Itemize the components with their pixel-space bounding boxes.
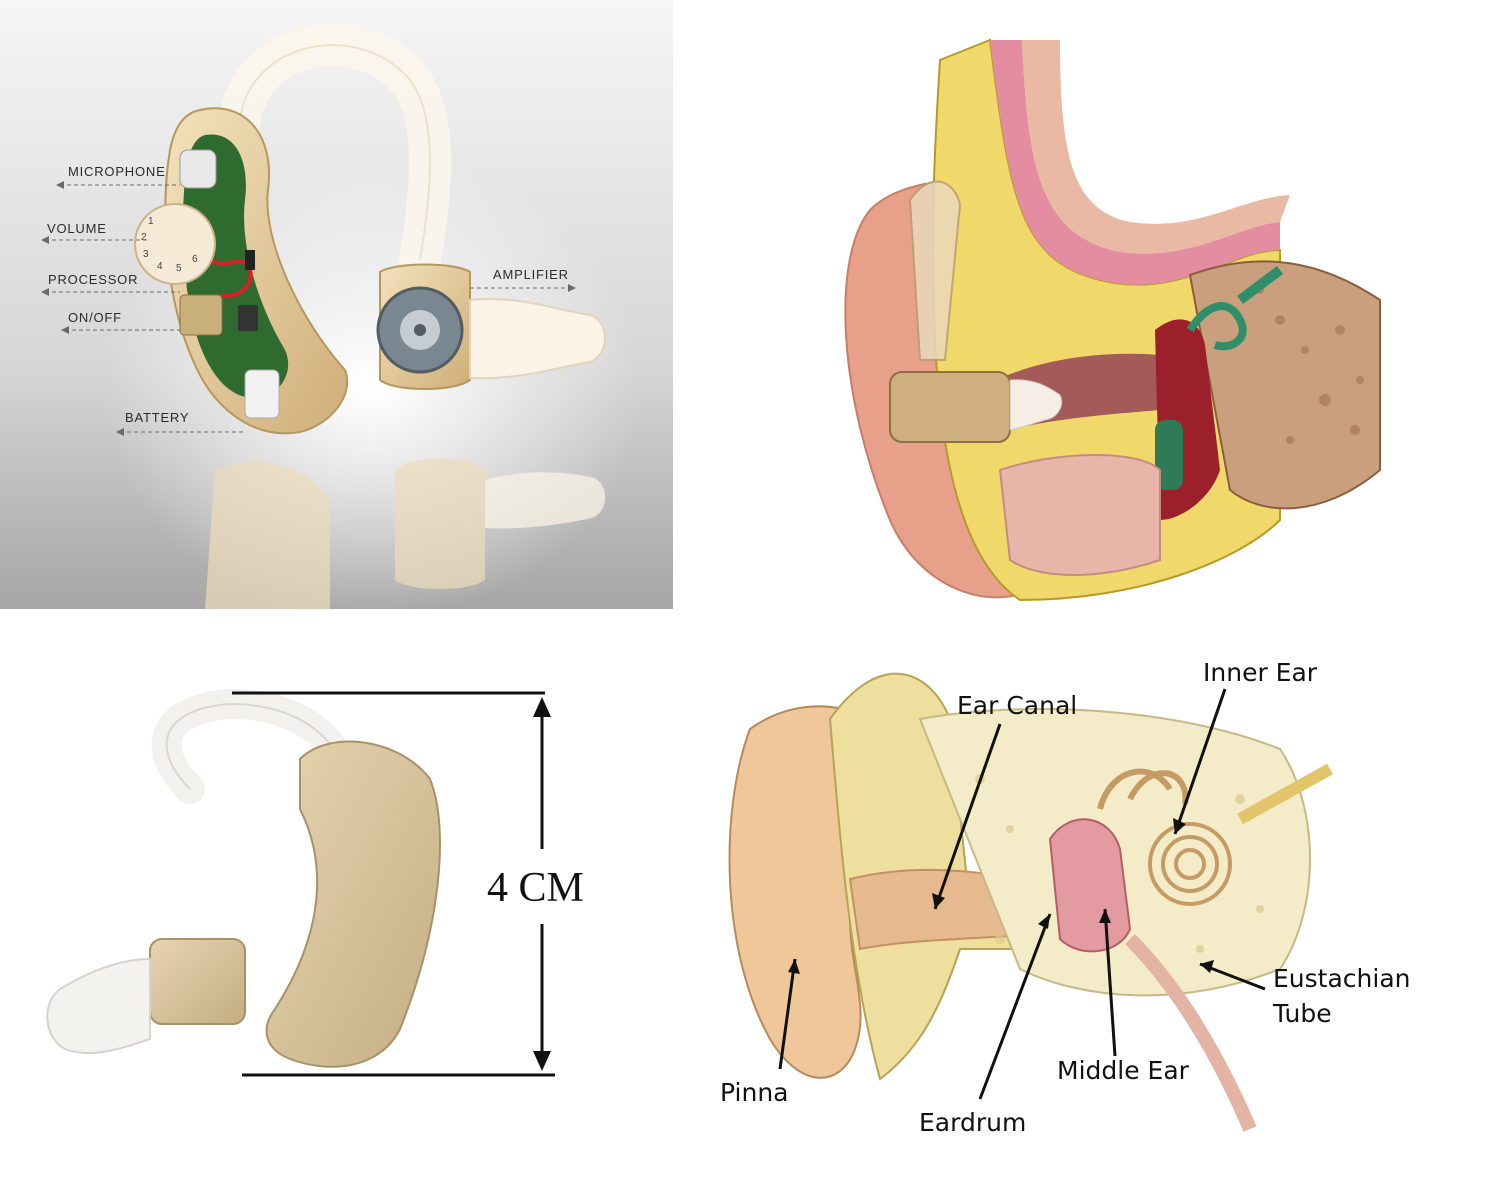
dial-number: 4 [157, 261, 163, 272]
ear-tip [1009, 379, 1063, 431]
arrow-heads [41, 181, 576, 436]
label-pinna: Pinna [720, 1078, 788, 1107]
switch-component [179, 294, 223, 336]
dial-number: 5 [176, 263, 182, 274]
ear-cross-section-with-device-panel [760, 0, 1500, 609]
measurement-label: 4 CM [487, 865, 584, 911]
label-middle-ear: Middle Ear [1057, 1056, 1190, 1085]
hearing-aid-size-panel: 4 CM [0, 609, 680, 1181]
device-body [265, 740, 441, 1068]
label-eustachian-line1: Eustachian [1273, 964, 1411, 993]
label-battery: BATTERY [125, 410, 189, 425]
arrow-up-icon [533, 697, 551, 717]
label-ear-canal: Ear Canal [957, 691, 1077, 720]
hearing-aid-receiver [889, 371, 1011, 443]
label-amplifier: AMPLIFIER [493, 267, 569, 282]
label-volume: VOLUME [47, 221, 107, 236]
semicircular-canals-icon [1097, 768, 1189, 810]
leader-lines [45, 184, 572, 433]
auditory-nerve [1237, 763, 1333, 825]
ear-anatomy-panel: Ear Canal Inner Ear Eustachian Tube Midd… [680, 609, 1500, 1181]
hearing-aid-size-illustration: 4 CM [46, 688, 584, 1077]
inner-ear-icon [1186, 302, 1247, 351]
middle-ear-shape [1048, 818, 1132, 953]
battery-component [244, 369, 280, 419]
receiver [149, 938, 246, 1025]
arrow-down-icon [533, 1051, 551, 1071]
label-inner-ear: Inner Ear [1203, 658, 1318, 687]
volume-dial [134, 203, 216, 285]
label-eustachian-line2: Tube [1272, 999, 1332, 1028]
cochlea-icon [1148, 822, 1232, 906]
hearing-aid-components-illustration: 1 2 3 4 5 6 [0, 0, 673, 609]
label-microphone: MICROPHONE [68, 164, 166, 179]
pointer-lines [778, 688, 1266, 1100]
volume-dial-numbers: 1 2 3 4 5 6 [141, 216, 198, 274]
label-processor: PROCESSOR [48, 272, 138, 287]
ear-hook [908, 180, 962, 361]
dial-number: 2 [141, 232, 147, 243]
ear-tip [46, 957, 151, 1055]
label-on-off: ON/OFF [68, 310, 122, 325]
ear-tip [469, 298, 606, 380]
dial-number: 6 [192, 254, 198, 265]
label-eardrum: Eardrum [919, 1108, 1026, 1137]
eustachian-tube-icon [1155, 420, 1183, 490]
ear-anatomy-illustration: Ear Canal Inner Ear Eustachian Tube Midd… [720, 658, 1411, 1137]
measurement-lines [232, 691, 555, 1077]
microphone-component [179, 149, 217, 189]
hearing-aid-components-panel: 1 2 3 4 5 6 [0, 0, 673, 609]
dial-number: 3 [143, 249, 149, 260]
pointer-arrowheads [788, 818, 1214, 974]
ear-cross-section-illustration [844, 38, 1381, 602]
dial-number: 1 [148, 216, 154, 227]
eustachian-tube-shape [1125, 934, 1257, 1132]
